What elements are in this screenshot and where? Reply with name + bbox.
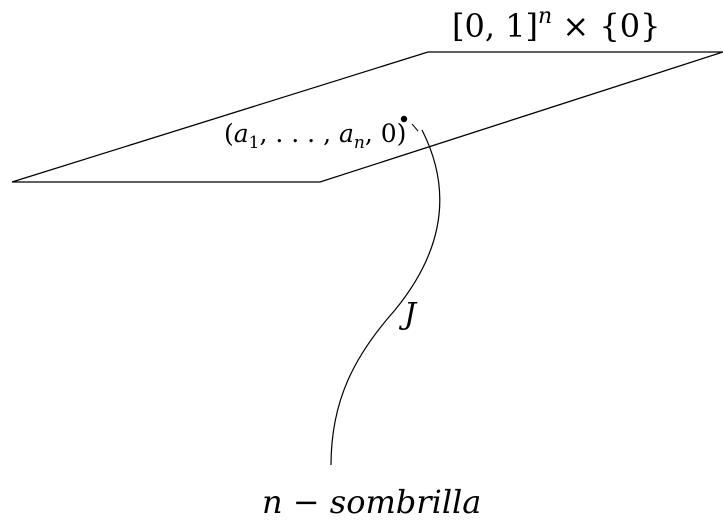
point-label-an: a bbox=[339, 119, 354, 148]
point-label-dots: , . . . , bbox=[260, 119, 339, 148]
plane-parallelogram bbox=[11, 51, 723, 183]
plane-label-exponent: n bbox=[538, 4, 552, 29]
caption-minus: − bbox=[283, 483, 330, 521]
point-dot bbox=[400, 115, 408, 123]
point-label-a1: a bbox=[234, 119, 249, 148]
curve-j bbox=[330, 129, 441, 466]
point-label-an-sub: n bbox=[354, 133, 365, 153]
caption-word: sombrilla bbox=[330, 483, 482, 521]
point-label-close: , 0) bbox=[365, 119, 407, 148]
caption-n: n bbox=[262, 483, 283, 521]
point-label: (a1, . . . , an, 0) bbox=[224, 119, 406, 153]
plane-label-interval: [0, 1] bbox=[452, 7, 538, 45]
caption: n − sombrilla bbox=[262, 483, 481, 521]
point-label-open: ( bbox=[224, 119, 234, 148]
plane-label: [0, 1]n × {0} bbox=[452, 4, 660, 45]
point-tick bbox=[411, 123, 419, 132]
plane-label-product: × {0} bbox=[552, 7, 660, 45]
point-label-a1-sub: 1 bbox=[249, 133, 260, 153]
